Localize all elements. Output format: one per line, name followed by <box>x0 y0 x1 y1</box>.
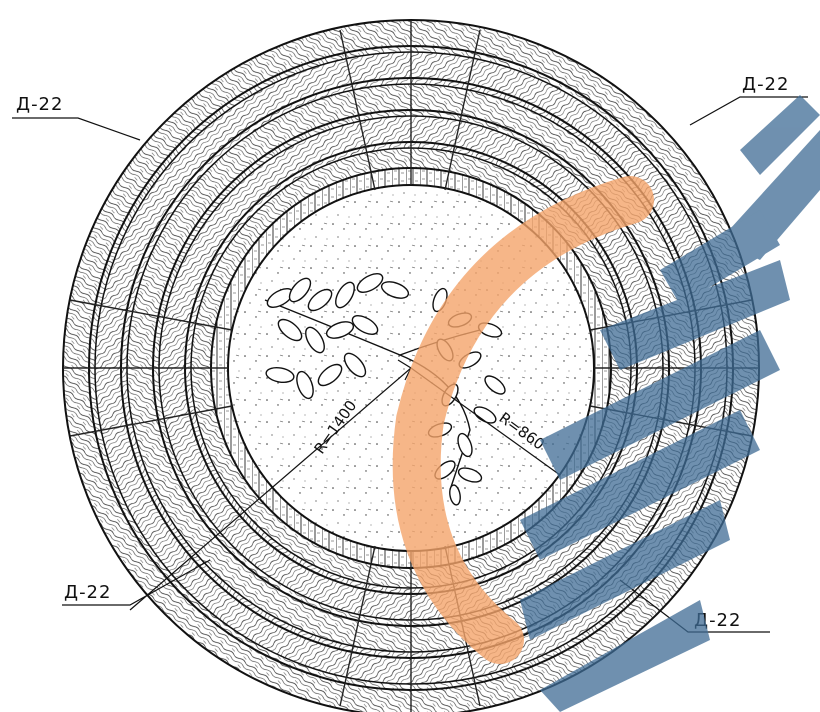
watermark-blue-stripes <box>520 95 820 712</box>
callout-label-bottom-left: Д-22 <box>64 582 111 603</box>
watermark-logo <box>392 95 820 712</box>
callout-label-top-left: Д-22 <box>16 94 63 115</box>
callout-label-top-right: Д-22 <box>742 74 789 95</box>
watermark-orange-arc <box>392 176 654 664</box>
